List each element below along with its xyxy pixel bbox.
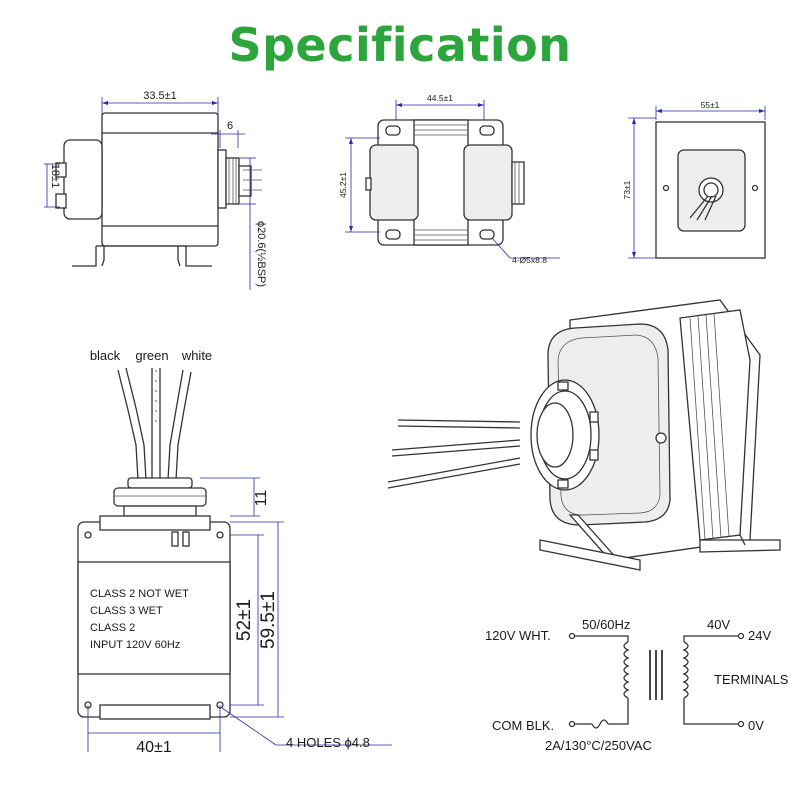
side-view: 33.5±1 18±1 6 ϕ20.6(½BSP) xyxy=(44,90,267,290)
front-view: 44.5±1 45.2±1 4-Ø5x8.8 xyxy=(338,93,560,265)
front-height-dim: 45.2±1 xyxy=(338,172,348,198)
main-view: black green white CLASS 2 NOT WET CLASS … xyxy=(77,348,392,756)
perspective-view xyxy=(387,299,781,571)
schematic-tap-0: 0V xyxy=(748,718,764,733)
main-inner-height-dim: 52±1 xyxy=(234,599,255,641)
back-height-dim: 73±1 xyxy=(622,180,632,199)
schematic-secondary-voltage: 40V xyxy=(707,617,730,632)
label-line-3: CLASS 2 xyxy=(90,622,135,634)
front-width-dim: 44.5±1 xyxy=(427,93,453,103)
schematic-tap-24: 24V xyxy=(748,628,771,643)
wire-label-white: white xyxy=(181,348,212,363)
schematic-fuse: 2A/130°C/250VAC xyxy=(545,738,652,753)
side-height-dim: 18±1 xyxy=(49,164,61,188)
side-width-dim: 33.5±1 xyxy=(143,90,177,102)
schematic-frequency: 50/60Hz xyxy=(582,617,630,632)
back-width-dim: 55±1 xyxy=(701,100,720,110)
side-thread-dim: ϕ20.6(½BSP) xyxy=(255,221,267,287)
schematic-primary-label: 120V WHT. xyxy=(485,628,551,643)
main-holes-dim: 4 HOLES ϕ4.8 xyxy=(286,735,370,750)
schematic-terminals: TERMINALS xyxy=(714,672,789,687)
main-width-dim: 40±1 xyxy=(136,739,172,756)
wire-label-black: black xyxy=(90,348,121,363)
wire-label-green: green xyxy=(135,348,168,363)
schematic-common-label: COM BLK. xyxy=(492,718,554,733)
page-title: Specification xyxy=(228,18,572,72)
label-line-1: CLASS 2 NOT WET xyxy=(90,588,189,600)
back-view: 55±1 73±1 xyxy=(622,100,766,259)
main-top-dim: 11 xyxy=(253,490,270,507)
front-holes-dim: 4-Ø5x8.8 xyxy=(512,255,547,265)
side-offset-dim: 6 xyxy=(227,120,233,132)
label-line-4: INPUT 120V 60Hz xyxy=(90,639,180,651)
schematic: 120V WHT. 50/60Hz COM BLK. 2A/130°C/250V… xyxy=(485,617,789,753)
label-line-2: CLASS 3 WET xyxy=(90,605,163,617)
main-outer-height-dim: 59.5±1 xyxy=(258,591,279,649)
